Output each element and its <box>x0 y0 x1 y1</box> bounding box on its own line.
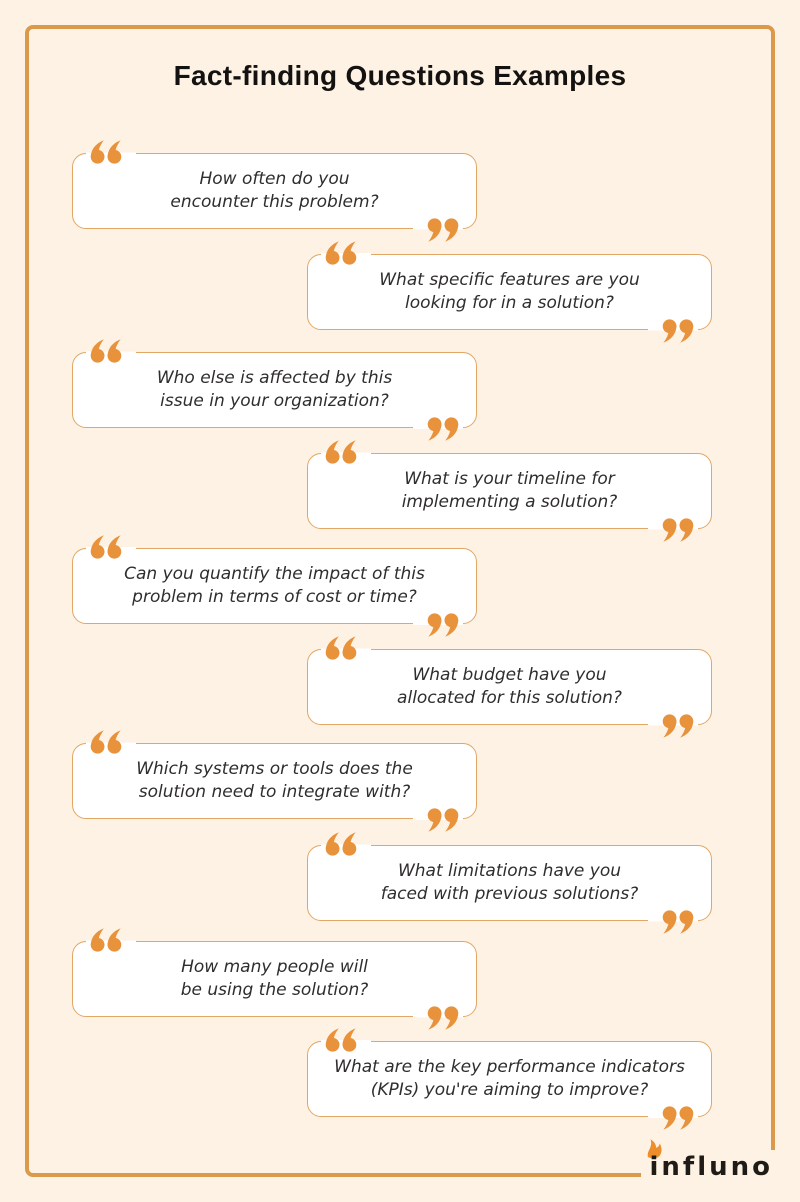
page-title: Fact-finding Questions Examples <box>173 60 627 91</box>
question-line: Can you quantify the impact of this <box>124 564 425 584</box>
logo-border-gap <box>641 1150 800 1202</box>
page-border-frame <box>25 25 775 1177</box>
quote-box-10: What are the key performance indicators … <box>307 1041 712 1117</box>
question-text: How many people will be using the soluti… <box>73 942 476 1016</box>
question-line: What limitations have you <box>397 861 622 881</box>
question-text: Who else is affected by this issue in yo… <box>73 353 476 427</box>
question-line: What is your timeline for <box>404 469 615 489</box>
question-line: How often do you <box>199 169 350 189</box>
quote-box-6: What budget have you allocated for this … <box>307 649 712 725</box>
question-text: Which systems or tools does the solution… <box>73 744 476 818</box>
question-line: faced with previous solutions? <box>380 884 639 904</box>
question-text: How often do you encounter this problem? <box>73 154 476 228</box>
question-text: What limitations have you faced with pre… <box>308 846 711 920</box>
quote-box-9: How many people will be using the soluti… <box>72 941 477 1017</box>
quote-box-7: Which systems or tools does the solution… <box>72 743 477 819</box>
question-line: allocated for this solution? <box>397 688 622 708</box>
question-line: problem in terms of cost or time? <box>132 587 417 607</box>
question-line: What are the key performance indicators <box>334 1057 685 1077</box>
question-text: What specific features are you looking f… <box>308 255 711 329</box>
influno-logo: influno <box>647 1139 773 1186</box>
question-line: looking for in a solution? <box>405 293 614 313</box>
quote-box-1: How often do you encounter this problem? <box>72 153 477 229</box>
question-text: What budget have you allocated for this … <box>308 650 711 724</box>
question-line: encounter this problem? <box>170 192 379 212</box>
logo-text: influno <box>649 1152 773 1182</box>
question-line: (KPIs) you're aiming to improve? <box>370 1080 649 1100</box>
question-text: Can you quantify the impact of this prob… <box>73 549 476 623</box>
question-line: How many people will <box>181 957 368 977</box>
quote-box-3: Who else is affected by this issue in yo… <box>72 352 477 428</box>
question-line: be using the solution? <box>180 980 369 1000</box>
quote-box-4: What is your timeline for implementing a… <box>307 453 712 529</box>
question-line: Who else is affected by this <box>156 368 393 388</box>
question-line: What specific features are you <box>379 270 640 290</box>
question-text: What is your timeline for implementing a… <box>308 454 711 528</box>
question-line: issue in your organization? <box>160 391 389 411</box>
question-line: implementing a solution? <box>401 492 618 512</box>
quote-box-2: What specific features are you looking f… <box>307 254 712 330</box>
question-line: solution need to integrate with? <box>138 782 411 802</box>
question-text: What are the key performance indicators … <box>308 1042 711 1116</box>
question-line: Which systems or tools does the <box>136 759 413 779</box>
question-line: What budget have you <box>412 665 607 685</box>
quote-box-5: Can you quantify the impact of this prob… <box>72 548 477 624</box>
quote-box-8: What limitations have you faced with pre… <box>307 845 712 921</box>
